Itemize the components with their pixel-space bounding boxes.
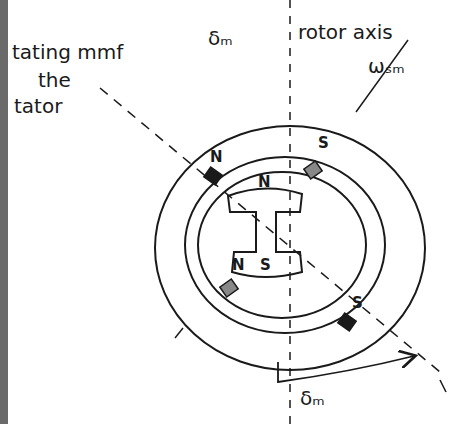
- axis-label: rotor axis: [298, 22, 393, 42]
- speed-label: ωₛₘ: [368, 56, 405, 76]
- pole-letter: S: [260, 258, 271, 273]
- pole-letter: N: [258, 175, 271, 190]
- stator-mmf-label: tator: [14, 96, 62, 116]
- pole-letter: N: [210, 150, 223, 165]
- load-angle: δₘ: [300, 388, 325, 408]
- stator-mmf-label: tating mmf: [12, 42, 123, 62]
- stator-mmf-label: the: [38, 70, 71, 90]
- load-angle: δₘ: [208, 28, 233, 48]
- pole-letter: S: [318, 136, 329, 151]
- pole-letter: S: [352, 296, 363, 311]
- pole-letter: N: [232, 258, 245, 273]
